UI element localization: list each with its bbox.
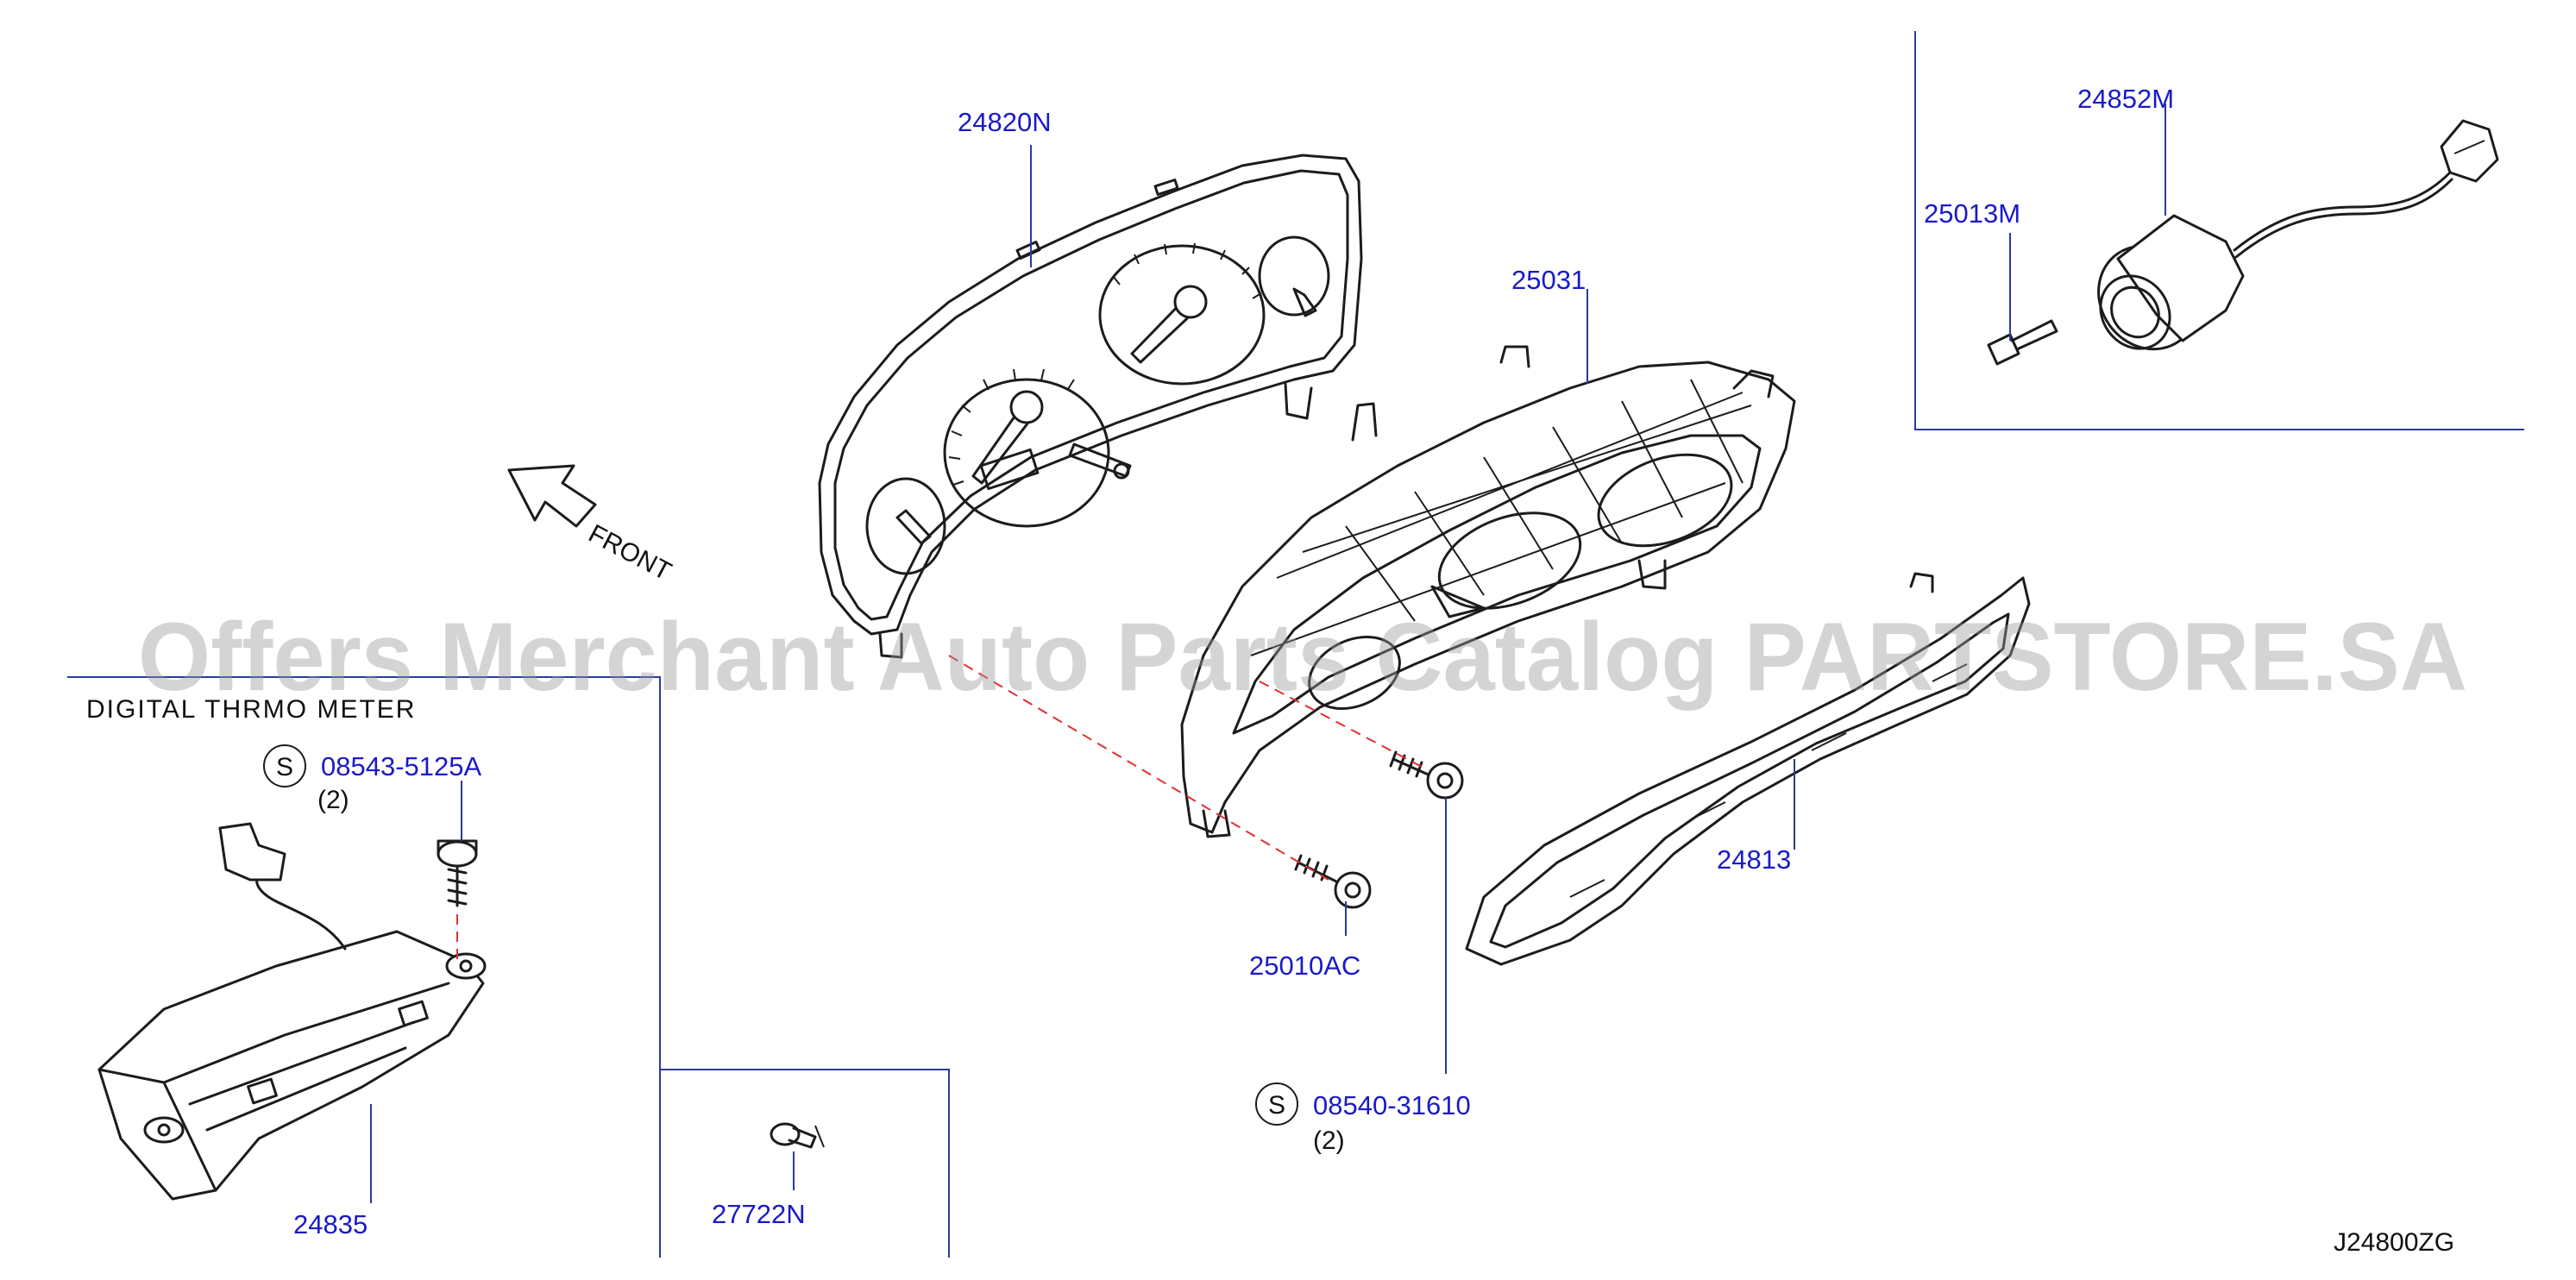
alignment-guides [456, 655, 1424, 966]
label-24835[interactable]: 24835 [293, 1209, 368, 1239]
qty-08543-5125a: (2) [317, 786, 349, 814]
label-08543-5125a[interactable]: 08543-5125A [321, 751, 481, 781]
cluster-finisher-trim[interactable] [1465, 572, 2031, 966]
front-direction-arrow: FRONT [507, 464, 676, 587]
inset-frame-speed-sensor [1914, 31, 2524, 430]
label-25031[interactable]: 25031 [1511, 265, 1586, 295]
part-number-labels: 24820N 25031 24852M 25013M 24813 25010AC… [86, 84, 2454, 1257]
diagram-code: J24800ZG [2334, 1228, 2454, 1257]
watermark-text: Offers Merchant Auto Parts Catalog PARTS… [138, 603, 2467, 711]
leader-lines [370, 104, 2166, 1203]
front-label: FRONT [584, 519, 676, 587]
label-24852m[interactable]: 24852M [2077, 84, 2174, 114]
inset-frame-digital-thermo-meter [67, 676, 950, 1258]
label-25010ac[interactable]: 25010AC [1249, 951, 1360, 981]
screw-08543[interactable] [437, 839, 478, 907]
label-24813[interactable]: 24813 [1717, 844, 1791, 875]
bulb-socket[interactable] [770, 1122, 825, 1149]
meter-case-housing[interactable] [1180, 345, 1796, 838]
speed-sensor-assembly[interactable] [2078, 119, 2499, 368]
qty-08540-31610: (2) [1313, 1126, 1345, 1155]
meter-lens-panel[interactable] [818, 154, 1363, 659]
standard-part-symbol-08540 [1255, 1082, 1298, 1126]
label-08540-31610[interactable]: 08540-31610 [1313, 1090, 1471, 1120]
screw-25010[interactable] [1294, 854, 1372, 909]
standard-part-letter-08543: S [276, 753, 293, 781]
sensor-pin[interactable] [1987, 319, 2058, 366]
standard-part-symbol-08543 [263, 744, 306, 787]
section-title-digital-thermo-meter: DIGITAL THRMO METER [86, 695, 416, 724]
digital-thermo-meter-unit[interactable] [97, 822, 487, 1201]
label-25013m[interactable]: 25013M [1924, 198, 2020, 229]
label-24820n[interactable]: 24820N [958, 107, 1052, 137]
screw-08540[interactable] [1389, 750, 1464, 800]
label-27722n[interactable]: 27722N [712, 1199, 806, 1229]
standard-part-letter-08540: S [1268, 1091, 1285, 1120]
